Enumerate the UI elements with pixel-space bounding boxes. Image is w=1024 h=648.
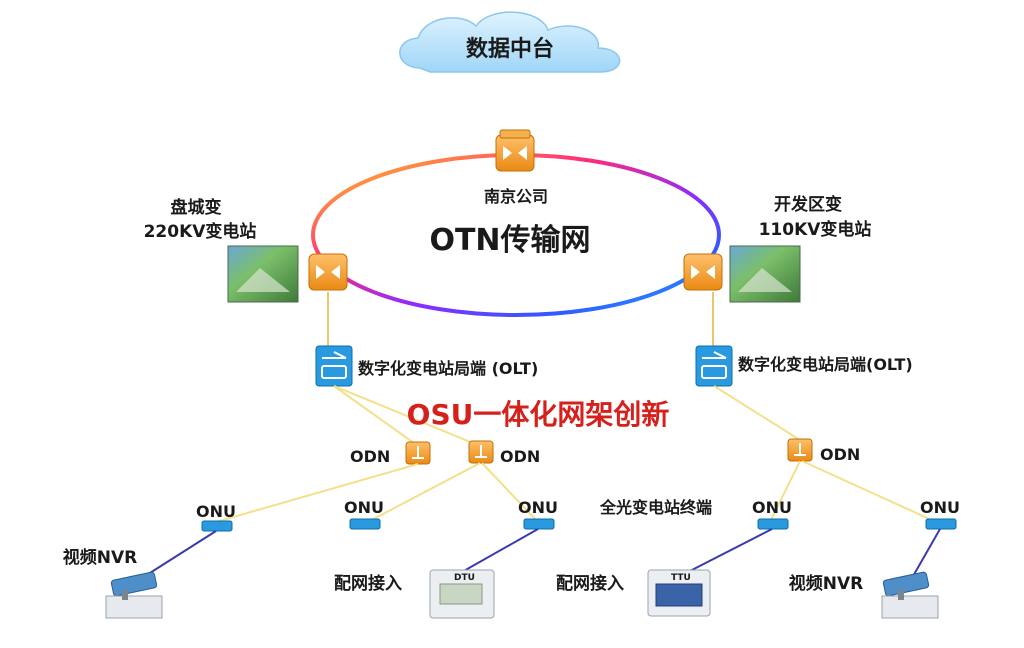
splitter-icon bbox=[468, 440, 494, 464]
nvr-left: 视频NVR bbox=[63, 547, 163, 619]
pancheng-voltage: 220KV变电站 bbox=[144, 221, 257, 242]
odn-label: ODN bbox=[500, 447, 540, 466]
link-line bbox=[333, 385, 481, 447]
innovation-title: OSU一体化网架创新 bbox=[407, 398, 670, 431]
onu-label: ONU bbox=[344, 498, 384, 517]
dist-right: 配网接入 TTU bbox=[556, 569, 711, 617]
dist-label: 配网接入 bbox=[556, 573, 624, 594]
dtu-text: DTU bbox=[454, 573, 475, 583]
onu-b: ONU bbox=[344, 498, 384, 530]
olt-left: 数字化变电站局端 (OLT) bbox=[315, 345, 538, 387]
dtu-device-icon: DTU bbox=[429, 569, 495, 619]
olt-right: 数字化变电站局端(OLT) bbox=[695, 345, 913, 387]
onu-label: ONU bbox=[752, 498, 792, 517]
link-line bbox=[363, 462, 481, 525]
pancheng-name: 盘城变 bbox=[171, 197, 222, 218]
odn-label: ODN bbox=[820, 445, 860, 464]
data-platform-cloud: 数据中台 bbox=[399, 11, 621, 73]
link-line bbox=[801, 460, 937, 523]
onu-icon bbox=[201, 520, 233, 532]
link-line bbox=[141, 530, 217, 579]
splitter-icon bbox=[787, 438, 813, 462]
switch-icon bbox=[683, 253, 723, 291]
cloud-label: 数据中台 bbox=[466, 36, 554, 62]
onu-c: ONU bbox=[518, 498, 558, 530]
nanjing-node: 南京公司 bbox=[484, 129, 548, 206]
link-line bbox=[333, 385, 419, 447]
onu-e: ONU bbox=[920, 498, 960, 530]
olt-icon bbox=[695, 345, 733, 387]
dist-left: 配网接入 DTU bbox=[334, 569, 495, 619]
odn-left2: ODN bbox=[468, 440, 540, 466]
link-line bbox=[461, 528, 539, 573]
otn-ring: OTN传输网 bbox=[311, 153, 721, 317]
onu-label: ONU bbox=[196, 502, 236, 521]
splitter-icon bbox=[405, 441, 431, 465]
odn-left1: ODN bbox=[350, 441, 431, 466]
pancheng-substation: 盘城变 220KV变电站 bbox=[144, 197, 348, 303]
kaifa-voltage: 110KV变电站 bbox=[759, 219, 872, 240]
camera-icon bbox=[881, 571, 939, 619]
ttu-device-icon: TTU bbox=[647, 569, 711, 617]
link-line bbox=[911, 528, 941, 579]
olt-right-label: 数字化变电站局端(OLT) bbox=[738, 355, 913, 374]
link-line bbox=[713, 385, 801, 441]
onu-label: ONU bbox=[518, 498, 558, 517]
nvr-right: 视频NVR bbox=[789, 571, 939, 619]
switch-icon bbox=[308, 253, 348, 291]
onu-label: ONU bbox=[920, 498, 960, 517]
camera-icon bbox=[105, 571, 163, 619]
link-line bbox=[769, 460, 801, 523]
onu-a: ONU bbox=[196, 502, 236, 532]
onu-icon bbox=[349, 518, 381, 530]
nvr-label: 视频NVR bbox=[789, 573, 863, 594]
ttu-text: TTU bbox=[671, 573, 691, 583]
kaifa-substation: 开发区变 110KV变电站 bbox=[683, 194, 872, 303]
onu-icon bbox=[523, 518, 555, 530]
odn-label: ODN bbox=[350, 447, 390, 466]
link-line bbox=[215, 463, 419, 523]
switch-icon bbox=[495, 129, 535, 172]
kaifa-name: 开发区变 bbox=[774, 194, 842, 215]
link-line bbox=[687, 528, 773, 573]
odn-right: ODN bbox=[787, 438, 860, 464]
olt-icon bbox=[315, 345, 353, 387]
onu-icon bbox=[757, 518, 789, 530]
nvr-label: 视频NVR bbox=[63, 547, 137, 568]
dist-label: 配网接入 bbox=[334, 573, 402, 594]
ring-title: OTN传输网 bbox=[429, 223, 590, 258]
nanjing-label: 南京公司 bbox=[484, 187, 548, 206]
onu-d: ONU bbox=[752, 498, 792, 530]
onu-icon bbox=[925, 518, 957, 530]
link-line bbox=[481, 462, 539, 523]
terminal-label: 全光变电站终端 bbox=[599, 498, 712, 517]
olt-left-label: 数字化变电站局端 (OLT) bbox=[358, 359, 538, 378]
